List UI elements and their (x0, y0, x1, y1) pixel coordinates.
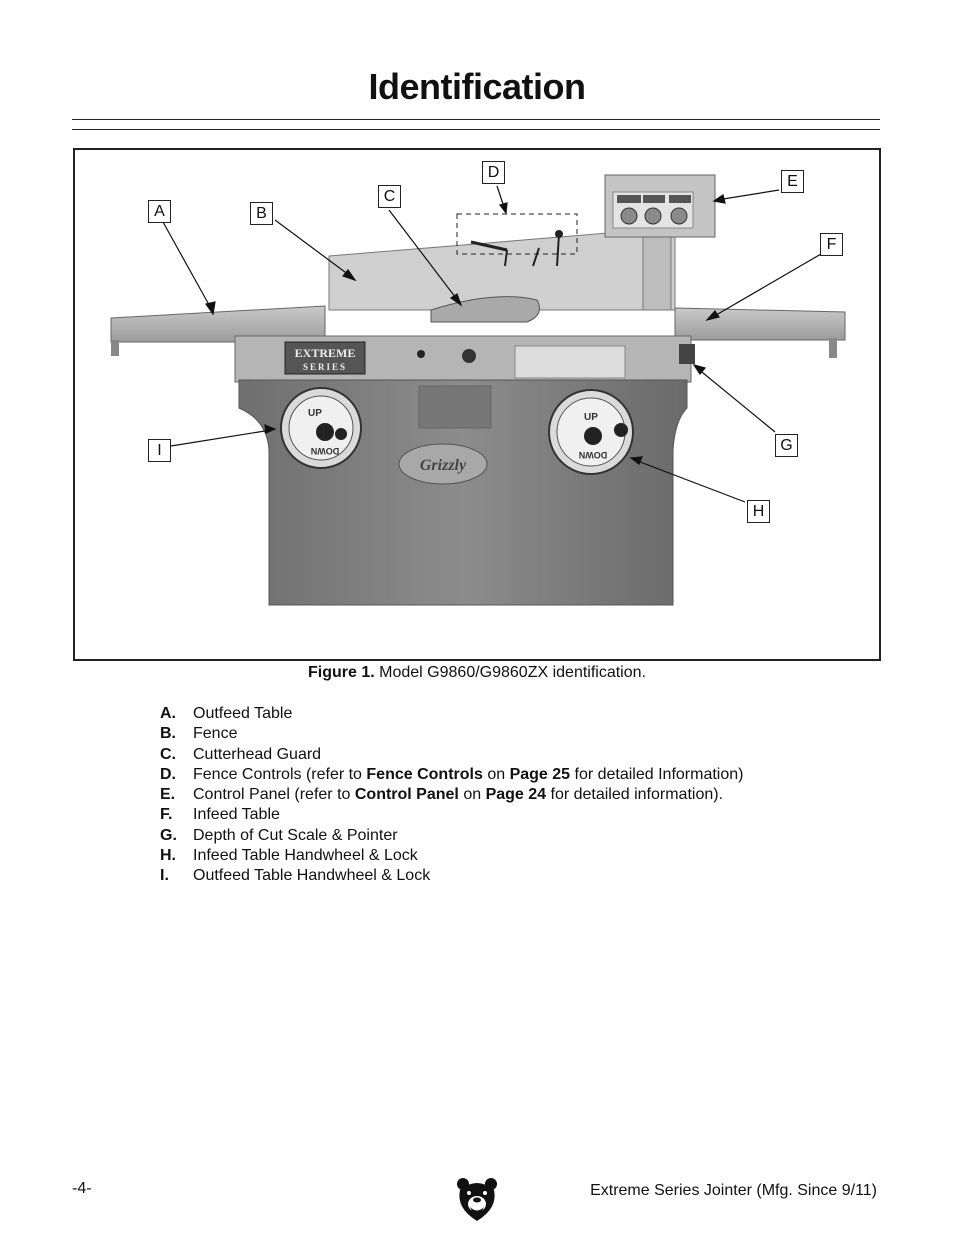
parts-list: A.Outfeed Table B.Fence C.Cutterhead Gua… (160, 704, 743, 887)
control-panel-column (642, 229, 672, 311)
infeed-handwheel: UP DOWN (548, 389, 634, 475)
figure-caption-label: Figure 1. (308, 664, 375, 681)
leader-c (388, 209, 460, 303)
callout-e: E (781, 170, 804, 193)
badge-line2: SERIES (303, 362, 347, 372)
callout-a: A (148, 200, 171, 223)
outfeed-handwheel-up: UP (308, 408, 322, 419)
callout-h: H (747, 500, 770, 523)
extreme-badge (284, 341, 366, 375)
grizzly-bear-icon (457, 1178, 497, 1221)
figure-frame: EXTREME SERIES Grizzly UP DOWN UP DOWN (73, 148, 881, 661)
list-item: A.Outfeed Table (160, 705, 293, 722)
jointer-illustration: EXTREME SERIES Grizzly UP DOWN UP DOWN (110, 174, 846, 606)
leader-e (716, 189, 780, 201)
callout-c: C (378, 185, 401, 208)
list-item: C.Cutterhead Guard (160, 745, 322, 763)
callout-i: I (148, 439, 171, 462)
list-item: F.Infeed Table (160, 806, 280, 824)
infeed-handwheel-up: UP (584, 412, 598, 423)
figure-caption: Figure 1. Model G9860/G9860ZX identifica… (0, 664, 954, 682)
infeed-handwheel-down: DOWN (579, 450, 608, 460)
leader-f (710, 253, 822, 319)
list-item: E.Control Panel (refer to Control Panel … (160, 786, 724, 804)
callout-b: B (250, 202, 273, 225)
leader-b (274, 219, 354, 279)
leader-g (696, 367, 776, 433)
list-item: B.Fence (160, 725, 238, 743)
list-item: G.Depth of Cut Scale & Pointer (160, 826, 398, 844)
footer-title: Extreme Series Jointer (Mfg. Since 9/11) (590, 1182, 877, 1199)
badge-line1: EXTREME (295, 346, 356, 360)
infeed-table (674, 307, 846, 341)
page-number: -4- (72, 1180, 92, 1197)
callout-d: D (482, 161, 505, 184)
callout-f: F (820, 233, 843, 256)
brand-plate (398, 443, 488, 485)
header-rule-bottom (72, 129, 880, 130)
callout-g: G (775, 434, 798, 457)
fence (328, 229, 676, 311)
leader-h (634, 459, 746, 503)
list-item: I.Outfeed Table Handwheel & Lock (160, 867, 431, 885)
figure-caption-text: Model G9860/G9860ZX identification. (374, 664, 646, 681)
leader-i (170, 429, 272, 447)
header-rule-top (72, 119, 880, 120)
list-item: H.Infeed Table Handwheel & Lock (160, 847, 418, 865)
page-title: Identification (368, 66, 587, 107)
outfeed-handwheel: UP DOWN (280, 387, 362, 469)
leader-a (162, 221, 214, 313)
list-item: D.Fence Controls (refer to Fence Control… (160, 765, 744, 783)
brand-name: Grizzly (420, 457, 467, 474)
outfeed-handwheel-down: DOWN (311, 446, 340, 456)
